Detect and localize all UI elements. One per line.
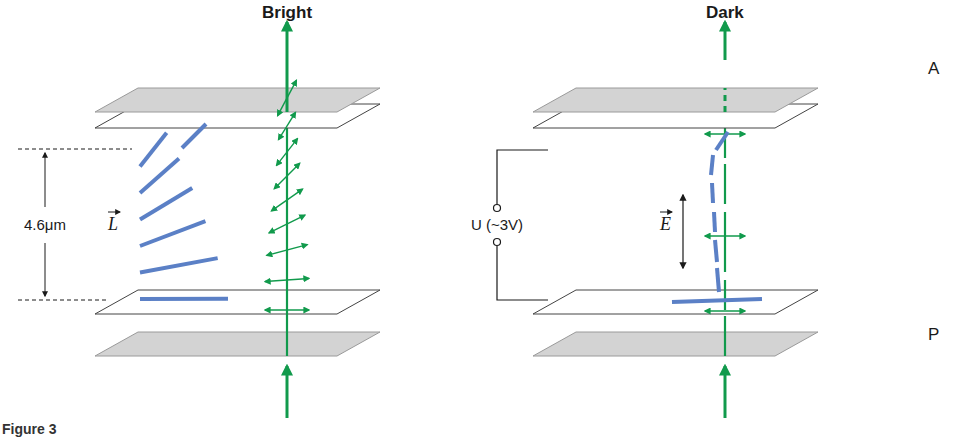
director-label: L: [108, 215, 118, 235]
polarization-arrow: [267, 245, 308, 256]
glass-plate: [95, 88, 380, 112]
polarization-arrow: [271, 189, 302, 211]
light-beam: [724, 128, 726, 356]
dimension-label: 4.6μm: [23, 217, 67, 234]
glass-plate: [533, 88, 818, 112]
polarization-arrow: [705, 235, 745, 236]
lcd-cell: [533, 22, 818, 418]
polarizer-label: P: [928, 326, 939, 345]
vector-accent: [108, 212, 120, 213]
vector-accent: [660, 212, 672, 213]
light-beam: [286, 366, 289, 418]
light-beam: [724, 22, 727, 60]
polarization-arrow: [274, 163, 299, 188]
analyzer-label: A: [928, 60, 939, 79]
field-label: E: [660, 215, 671, 235]
polarization-arrow: [265, 278, 309, 281]
dimension: [18, 149, 132, 300]
polarization-arrow: [279, 112, 296, 139]
light-beam: [724, 366, 727, 418]
glass-plate: [533, 332, 818, 356]
polarization-arrow: [705, 310, 745, 311]
polarization-arrow: [278, 80, 297, 115]
lcd-cell: [95, 22, 380, 418]
field-arrow: [682, 195, 683, 268]
figure-caption: Figure 3: [2, 422, 56, 437]
glass-plate: [95, 290, 380, 314]
light-beam: [286, 128, 288, 356]
voltage-label: U (~3V): [470, 217, 524, 234]
state-label: Bright: [262, 4, 312, 23]
polarization-arrow: [277, 139, 298, 166]
glass-plate: [95, 332, 380, 356]
light-beam: [724, 88, 727, 112]
polarization-arrow: [265, 309, 309, 310]
glass-plate: [533, 290, 818, 314]
liquid-crystal-molecules: [140, 124, 762, 302]
state-label: Dark: [706, 4, 744, 23]
polarization-arrow: [269, 215, 305, 233]
